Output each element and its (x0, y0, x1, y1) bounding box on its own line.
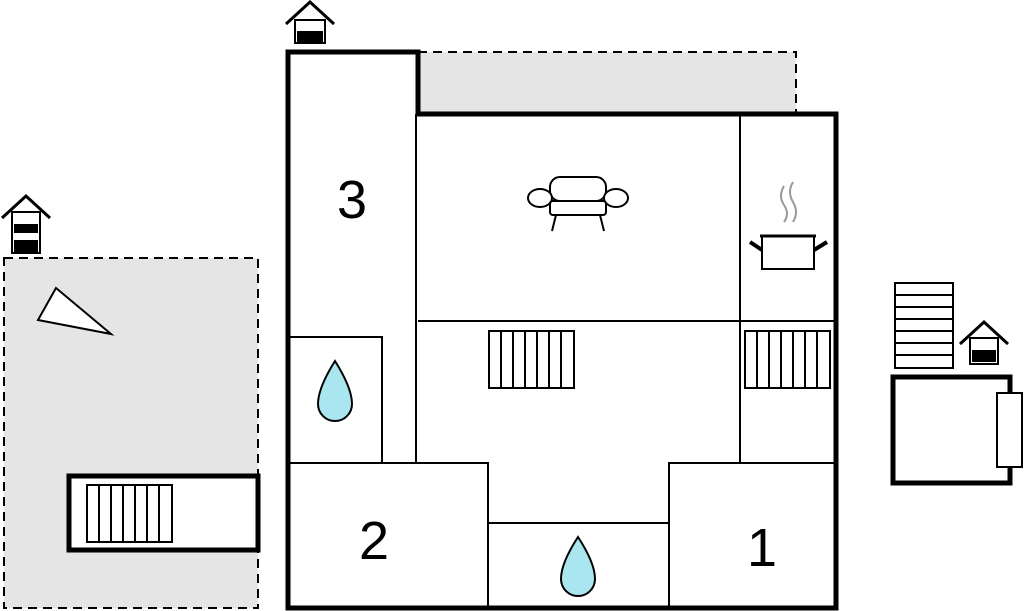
radiator-icon (744, 330, 831, 389)
outer-wall (285, 49, 839, 611)
radiator-icon (488, 330, 575, 389)
cooking-pot-icon (748, 181, 829, 270)
bathroom-left-walls (290, 336, 383, 463)
radiator-icon (86, 484, 173, 543)
terrace-top (417, 51, 797, 115)
stairs-icon (894, 282, 954, 369)
room-number-3: 3 (337, 170, 367, 230)
bedroom-2-walls (290, 462, 489, 606)
room-number-1: 1 (747, 518, 777, 578)
outbuilding-icon (0, 193, 52, 254)
water-drop-icon (316, 359, 354, 422)
terrace-left (3, 257, 259, 609)
water-drop-icon (559, 535, 597, 597)
sofa-icon (527, 176, 629, 232)
outbuilding-door (996, 392, 1023, 468)
outbuilding-icon (958, 319, 1010, 365)
lounger-icon (36, 286, 115, 336)
bedroom-1-walls (668, 462, 834, 606)
outbuilding-icon (284, 0, 336, 44)
room-number-2: 2 (359, 511, 389, 571)
outbuilding-right (890, 374, 1013, 486)
